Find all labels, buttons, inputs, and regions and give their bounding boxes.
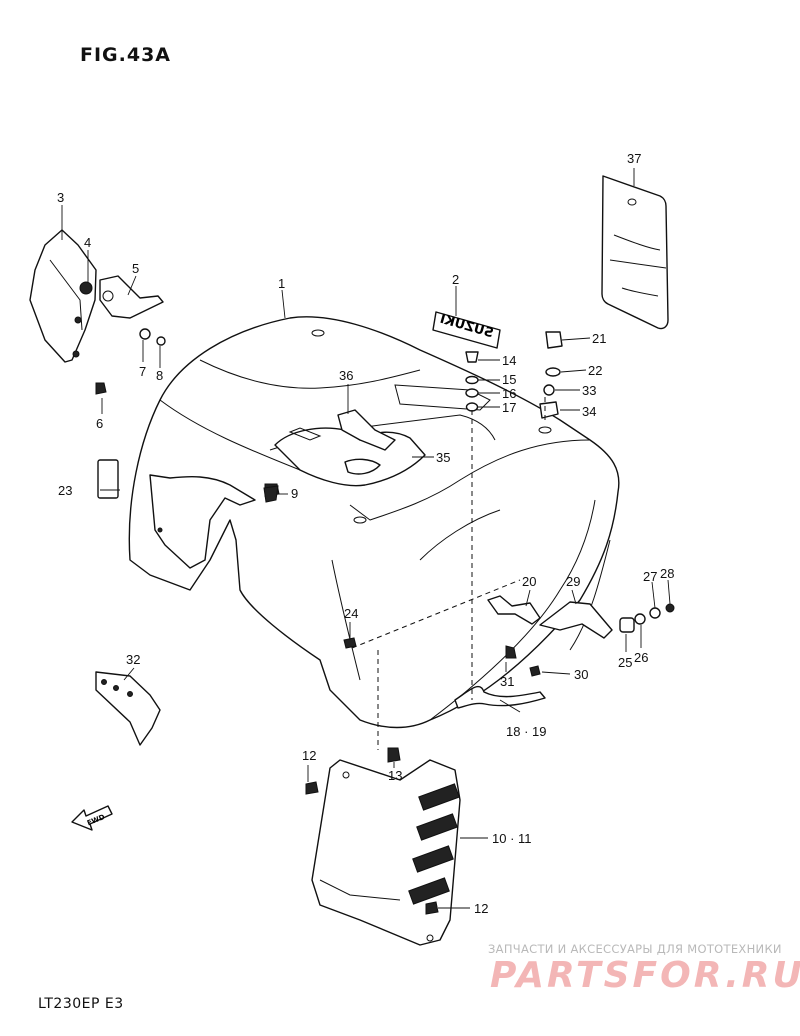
callout-32: 32 <box>126 652 140 667</box>
callout-29: 29 <box>566 574 580 589</box>
suzuki-badge-part: SUZUKI <box>432 311 501 349</box>
clamp-part <box>454 685 546 709</box>
bolt-12b <box>425 901 439 915</box>
callout-4: 4 <box>84 235 91 250</box>
reflector-part <box>97 459 119 499</box>
callout-16: 16 <box>502 386 516 401</box>
callout-9: 9 <box>291 486 298 501</box>
lower-mud-guard-part <box>311 747 461 946</box>
callout-17: 17 <box>502 400 516 415</box>
side-bracket-part <box>95 671 161 746</box>
callout-14: 14 <box>502 353 516 368</box>
callout-21: 21 <box>592 331 606 346</box>
callout-34: 34 <box>582 404 596 419</box>
figure-title: FIG.43A <box>80 44 172 66</box>
callout-3: 3 <box>57 190 64 205</box>
leader-lines <box>61 168 671 909</box>
seat-bracket-part <box>274 384 491 487</box>
side-cover-part <box>29 229 166 395</box>
callout-13: 13 <box>388 768 402 783</box>
callout-7: 7 <box>139 364 146 379</box>
callout-labels: 1 2 3 4 5 6 7 8 9 10 · 11 12 12 13 14 15… <box>57 151 674 916</box>
callout-1: 1 <box>278 276 285 291</box>
callout-12-bottom: 12 <box>474 901 488 916</box>
fwd-arrow-icon: FWD <box>71 805 113 831</box>
bolt-9 <box>263 485 279 503</box>
callout-8: 8 <box>156 368 163 383</box>
callout-22: 22 <box>588 363 602 378</box>
callout-20: 20 <box>522 574 536 589</box>
callout-36: 36 <box>339 368 353 383</box>
rear-bracket-part <box>487 595 675 677</box>
callout-5: 5 <box>132 261 139 276</box>
callout-10-11: 10 · 11 <box>492 831 532 846</box>
watermark-caption: ЗАПЧАСТИ И АКСЕССУАРЫ ДЛЯ МОТОТЕХНИКИ <box>488 942 782 956</box>
mud-flap-part <box>601 175 669 330</box>
assembly-lines <box>351 395 546 750</box>
callout-23: 23 <box>58 483 72 498</box>
callout-33: 33 <box>582 383 596 398</box>
callout-35: 35 <box>436 450 450 465</box>
callout-24: 24 <box>344 606 358 621</box>
callout-31: 31 <box>500 674 514 689</box>
callout-6: 6 <box>96 416 103 431</box>
callout-25: 25 <box>618 655 632 670</box>
bolt-12a <box>305 781 319 795</box>
callout-12-top: 12 <box>302 748 316 763</box>
callout-2: 2 <box>452 272 459 287</box>
callout-37: 37 <box>627 151 641 166</box>
callout-18-19: 18 · 19 <box>506 724 546 739</box>
callout-28: 28 <box>660 566 674 581</box>
callout-30: 30 <box>574 667 588 682</box>
callout-26: 26 <box>634 650 648 665</box>
watermark-logo: PARTSFOR.RU <box>490 955 800 996</box>
model-code: LT230EP E3 <box>38 996 124 1012</box>
callout-15: 15 <box>502 372 516 387</box>
callout-27: 27 <box>643 569 657 584</box>
